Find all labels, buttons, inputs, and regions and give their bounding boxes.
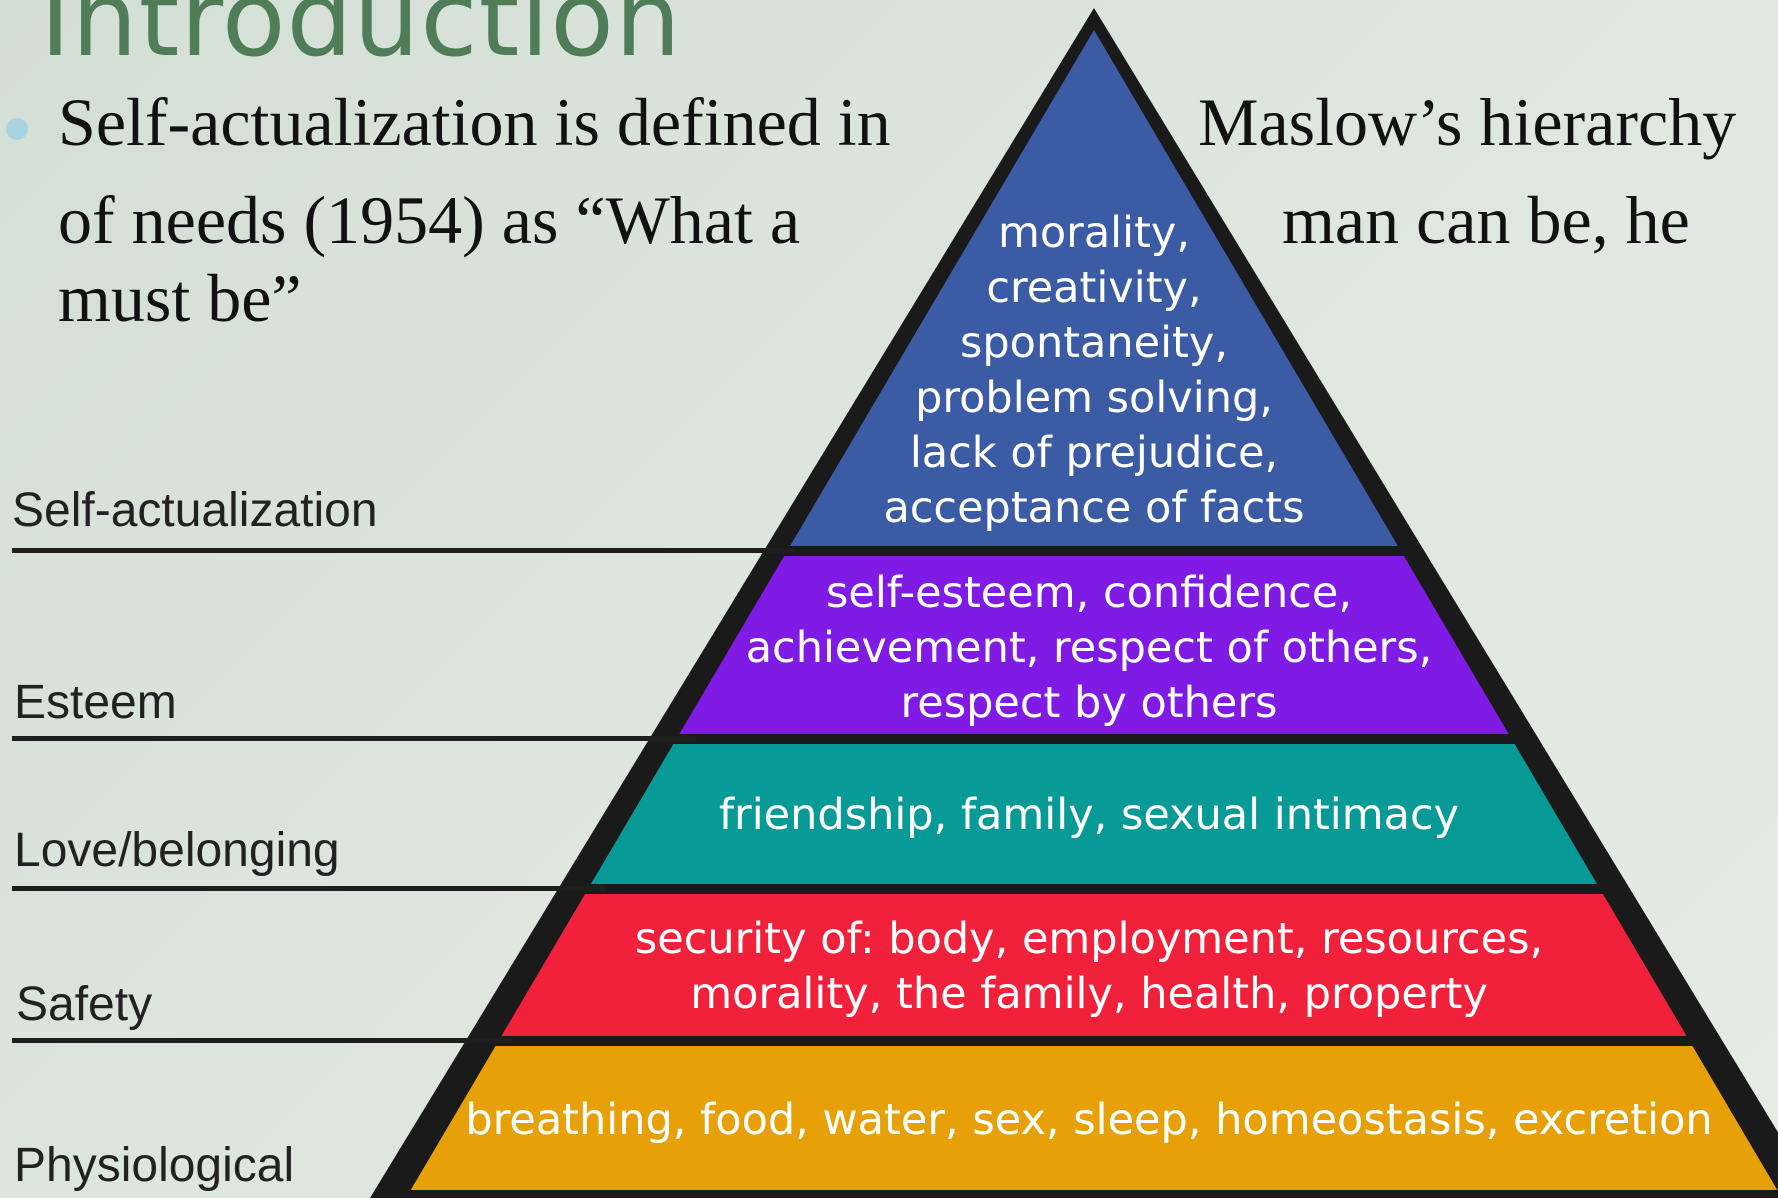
body-line-4: man can be, he bbox=[1282, 182, 1690, 258]
leader-line-self-actualization bbox=[12, 548, 794, 553]
leader-line-love-belonging bbox=[12, 886, 606, 891]
body-line-2: Maslow’s hierarchy bbox=[1198, 84, 1737, 160]
pyramid-band-safety bbox=[501, 894, 1687, 1036]
text-line: morality, bbox=[997, 208, 1191, 258]
body-line-5: must be” bbox=[58, 260, 302, 336]
text-line: creativity, bbox=[986, 263, 1202, 313]
text-line: security of: body, employment, resources… bbox=[634, 914, 1544, 964]
text-line: acceptance of facts bbox=[883, 483, 1305, 533]
text-line: friendship, family, sexual intimacy bbox=[718, 790, 1460, 840]
love-belonging-description: friendship, family, sexual intimacy bbox=[719, 788, 1459, 843]
label-love-belonging: Love/belonging bbox=[14, 824, 340, 877]
safety-description: security of: body, employment, resources… bbox=[635, 912, 1543, 1022]
slide-title: Introduction bbox=[40, 0, 682, 80]
label-self-actualization: Self-actualization bbox=[12, 484, 378, 537]
label-esteem: Esteem bbox=[14, 676, 177, 729]
pyramid-band-physiological bbox=[410, 1046, 1778, 1190]
text-line: problem solving, bbox=[915, 373, 1273, 423]
leader-line-safety bbox=[12, 1038, 512, 1043]
pyramid-band-self-actualization bbox=[790, 30, 1398, 546]
esteem-description: self-esteem, confidence, achievement, re… bbox=[746, 566, 1433, 731]
text-line: respect by others bbox=[900, 678, 1278, 728]
pyramid-band-esteem bbox=[679, 556, 1509, 734]
text-line: achievement, respect of others, bbox=[745, 623, 1433, 673]
physiological-description: breathing, food, water, sex, sleep, home… bbox=[465, 1093, 1712, 1148]
text-line: spontaneity, bbox=[959, 318, 1229, 368]
text-line: lack of prejudice, bbox=[909, 428, 1279, 478]
label-physiological: Physiological bbox=[14, 1139, 295, 1192]
body-line-3: of needs (1954) as “What a bbox=[58, 182, 801, 258]
bullet-icon bbox=[6, 118, 28, 140]
text-line: self-esteem, confidence, bbox=[825, 568, 1352, 618]
text-line: breathing, food, water, sex, sleep, home… bbox=[465, 1095, 1713, 1145]
body-line-1: Self-actualization is defined in bbox=[58, 84, 891, 160]
label-safety: Safety bbox=[16, 978, 153, 1031]
self-actualization-description: morality, creativity, spontaneity, probl… bbox=[883, 206, 1304, 536]
text-line: morality, the family, health, property bbox=[690, 969, 1488, 1019]
pyramid-band-love-belonging bbox=[590, 744, 1598, 884]
leader-line-esteem bbox=[12, 736, 696, 741]
